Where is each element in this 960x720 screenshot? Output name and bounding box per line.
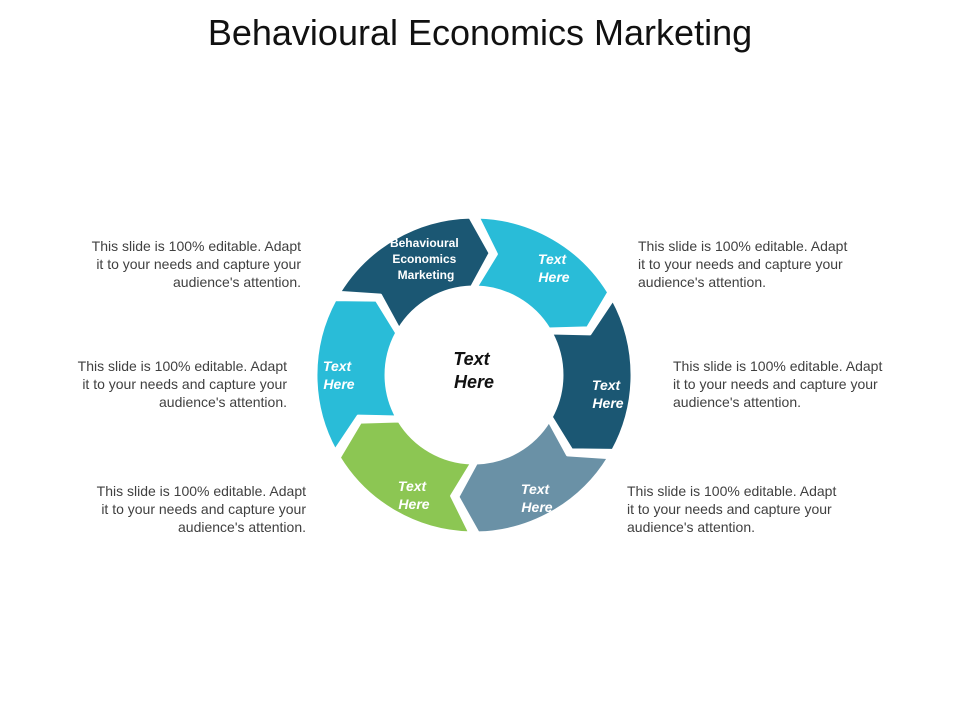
description-line: audience's attention. (159, 394, 287, 410)
segment-label-line: Text (538, 251, 568, 267)
cycle-segment-upper-left (314, 298, 399, 452)
description-line: it to your needs and capture your (101, 501, 306, 517)
center-circle (388, 289, 560, 461)
segment-label-line: Text (592, 377, 622, 393)
description-line: it to your needs and capture your (96, 256, 301, 272)
segment-label-line: Here (592, 395, 623, 411)
description-line: audience's attention. (673, 394, 801, 410)
center-label-line: Here (454, 372, 494, 392)
description-left-bottom: This slide is 100% editable. Adapt it to… (66, 482, 306, 536)
segment-label-line: Marketing (398, 268, 455, 282)
cycle-segment-top (337, 215, 492, 331)
cycle-segment-bottom-left (337, 419, 474, 535)
description-right-top: This slide is 100% editable. Adapt it to… (638, 237, 878, 291)
description-line: audience's attention. (178, 519, 306, 535)
segment-bottom-right-label: Text Here (521, 481, 553, 515)
segment-label-line: Here (521, 499, 552, 515)
segment-label-line: Text (398, 478, 428, 494)
segment-upper-left-label: Text Here (323, 358, 355, 392)
description-line: it to your needs and capture your (82, 376, 287, 392)
description-line: This slide is 100% editable. Adapt (627, 483, 837, 499)
description-right-bottom: This slide is 100% editable. Adapt it to… (627, 482, 867, 536)
segment-label-line: Economics (392, 252, 456, 266)
description-line: it to your needs and capture your (638, 256, 843, 272)
segment-label-line: Text (521, 481, 551, 497)
cycle-segment-upper-right (474, 215, 611, 331)
center-label: Text Here (453, 349, 494, 392)
segment-upper-right-label: Text Here (538, 251, 570, 285)
description-line: This slide is 100% editable. Adapt (91, 238, 301, 254)
cycle-labels: Behavioural Economics Marketing Text Her… (323, 236, 624, 515)
segment-bottom-left-label: Text Here (398, 478, 430, 512)
description-right-middle: This slide is 100% editable. Adapt it to… (673, 357, 913, 411)
description-line: it to your needs and capture your (627, 501, 832, 517)
cycle-segments (314, 215, 634, 535)
segment-label-line: Text (323, 358, 353, 374)
description-line: This slide is 100% editable. Adapt (96, 483, 306, 499)
description-left-top: This slide is 100% editable. Adapt it to… (61, 237, 301, 291)
cycle-segment-bottom-right (456, 419, 611, 535)
segment-lower-right-label: Text Here (592, 377, 624, 411)
description-left-middle: This slide is 100% editable. Adapt it to… (47, 357, 287, 411)
description-line: This slide is 100% editable. Adapt (638, 238, 848, 254)
segment-label-line: Behavioural (390, 236, 459, 250)
description-line: audience's attention. (638, 274, 766, 290)
cycle-segment-lower-right (549, 298, 634, 452)
description-line: audience's attention. (627, 519, 755, 535)
description-line: This slide is 100% editable. Adapt (673, 358, 883, 374)
center-label-line: Text (453, 349, 490, 369)
segment-label-line: Here (323, 376, 354, 392)
segment-label-line: Here (398, 496, 429, 512)
segment-top-label: Behavioural Economics Marketing (390, 236, 462, 282)
description-line: audience's attention. (173, 274, 301, 290)
segment-label-line: Here (538, 269, 569, 285)
description-line: This slide is 100% editable. Adapt (77, 358, 287, 374)
page-title: Behavioural Economics Marketing (207, 12, 753, 53)
description-line: it to your needs and capture your (673, 376, 878, 392)
